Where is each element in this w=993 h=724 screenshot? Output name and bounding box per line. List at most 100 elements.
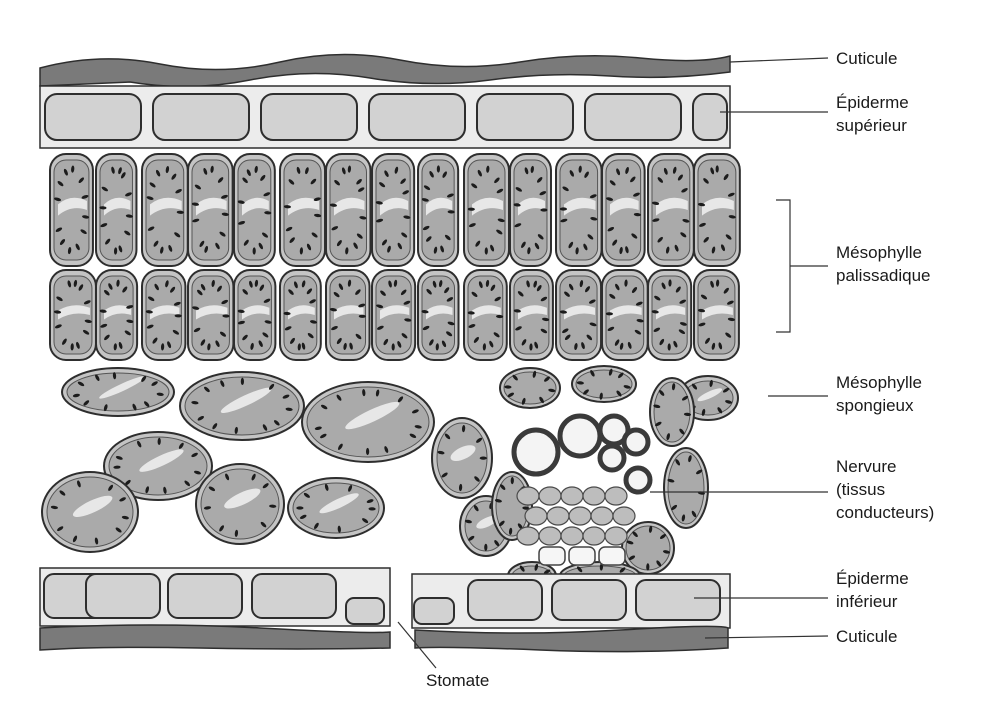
xylem-vessel (624, 430, 648, 454)
label-stomate: Stomate (426, 671, 489, 690)
upper-epidermis-cell (369, 94, 465, 140)
phloem-cell (517, 487, 539, 505)
palisade-cell (372, 154, 414, 266)
label-nervure-line2: (tissus (836, 480, 885, 499)
upper-epidermis-cell (45, 94, 141, 140)
bundle-sheath-cell (572, 366, 636, 402)
lower-epidermis-cell (552, 580, 626, 620)
phloem-cell (539, 487, 561, 505)
palisade-cell (556, 154, 602, 266)
bundle-sheath-cell (664, 448, 708, 528)
upper-epidermis-cell (585, 94, 681, 140)
guard-cell-left (346, 598, 384, 624)
palisade-cell (694, 154, 740, 266)
palisade-cell (50, 270, 96, 360)
phloem-cell (583, 487, 605, 505)
label-mesophylle-palissadique-line1: Mésophylle (836, 243, 922, 262)
lower-epidermis-cell (86, 574, 160, 618)
guard-cell-right (414, 598, 454, 624)
palisade-cell (142, 270, 185, 360)
label-mesophylle-palissadique-line2: palissadique (836, 266, 931, 285)
palisade-cell (510, 154, 551, 266)
chloroplast (296, 506, 303, 509)
palisade-cell (142, 154, 188, 266)
phloem-cell (605, 527, 627, 545)
label-cuticule-bottom: Cuticule (836, 627, 897, 646)
spongy-cell (196, 464, 284, 544)
label-epiderme-inferieur-line2: inférieur (836, 592, 898, 611)
palisade-cell (510, 270, 553, 360)
lower-epidermis-cell (168, 574, 242, 618)
palisade-cell (464, 270, 507, 360)
label-nervure-line1: Nervure (836, 457, 896, 476)
phloem-cell (591, 507, 613, 525)
palisade-cell (694, 270, 739, 360)
xylem-vessel (560, 416, 600, 456)
phloem-cell (569, 507, 591, 525)
label-cuticule-top: Cuticule (836, 49, 897, 68)
palisade-cell (648, 270, 691, 360)
spongy-cell (180, 372, 304, 440)
palisade-cell (326, 270, 370, 360)
label-mesophylle-spongieux-line1: Mésophylle (836, 373, 922, 392)
chloroplast (241, 378, 244, 385)
upper-epidermis-cell (153, 94, 249, 140)
palisade-cell (418, 154, 458, 266)
spongy-cell (62, 368, 174, 416)
palisade-cell (280, 270, 321, 360)
label-epiderme-superieur-line1: Épiderme (836, 93, 909, 112)
bundle-sheath-cell (500, 368, 560, 408)
palisade-cell (280, 154, 325, 266)
phloem-cell (613, 507, 635, 525)
palisade-cell (464, 154, 509, 266)
lower-epidermis-cell (468, 580, 542, 620)
palisade-cell (188, 154, 233, 266)
upper-epidermis-cell (261, 94, 357, 140)
chloroplast (480, 457, 487, 460)
upper-epidermis-cell (477, 94, 573, 140)
palisade-cell (556, 270, 601, 360)
chloroplast (540, 208, 547, 211)
xylem-vessel (600, 446, 624, 470)
palisade-cell (96, 154, 136, 266)
parenchyma-cell (569, 547, 595, 565)
phloem-cell (561, 527, 583, 545)
xylem-vessel (626, 468, 650, 492)
label-epiderme-superieur-line2: supérieur (836, 116, 907, 135)
palisade-cell (602, 270, 648, 360)
chloroplast (366, 448, 369, 455)
palisade-mesophyll (50, 154, 740, 360)
palisade-cell (326, 154, 370, 266)
palisade-cell (234, 270, 275, 360)
palisade-cell (372, 270, 415, 360)
spongy-cell (288, 478, 384, 538)
label-epiderme-inferieur-line1: Épiderme (836, 569, 909, 588)
palisade-cell (188, 270, 233, 360)
palisade-cell (96, 270, 137, 360)
palisade-cell (50, 154, 93, 266)
palisade-cell (648, 154, 694, 266)
phloem-cell (583, 527, 605, 545)
spongy-cell (302, 382, 434, 462)
palisade-cell (418, 270, 459, 360)
palisade-cell (234, 154, 275, 266)
upper-epidermis-cell (693, 94, 727, 140)
label-nervure-line3: conducteurs) (836, 503, 934, 522)
phloem-cell (547, 507, 569, 525)
phloem-cell (561, 487, 583, 505)
lower-epidermis-cell (636, 580, 720, 620)
phloem-cell (525, 507, 547, 525)
xylem-vessel (514, 430, 558, 474)
lower-epidermis (40, 568, 730, 628)
phloem-cell (517, 527, 539, 545)
phloem-cell (539, 527, 561, 545)
parenchyma-cell (599, 547, 625, 565)
lower-epidermis-cell (252, 574, 336, 618)
spongy-cell (432, 418, 492, 498)
palisade-cell (602, 154, 645, 266)
bundle-sheath-cell (650, 378, 694, 446)
parenchyma-cell (539, 547, 565, 565)
spongy-cell (42, 472, 138, 552)
phloem-cell (605, 487, 627, 505)
